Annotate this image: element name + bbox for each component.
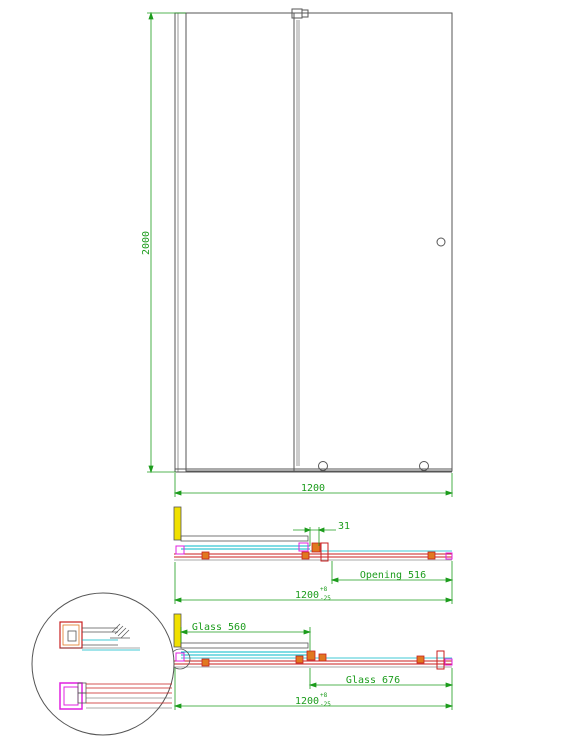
detail-circle [31, 592, 175, 736]
tolerance-plus-bottom: +8 [320, 692, 328, 699]
fixed-glass-plan [180, 535, 309, 542]
tolerance-minus-bottom: -25 [320, 701, 331, 708]
glass-door-label: Glass 676 [346, 675, 400, 686]
glass-door-dimension [308, 668, 454, 689]
door-knob [436, 237, 446, 247]
bottom-roller-left [318, 461, 328, 471]
width-dimension [173, 473, 454, 497]
plan-view-closed [173, 506, 453, 562]
fixed-glass-plan-2 [180, 642, 309, 649]
opening-dimension [330, 561, 454, 584]
gap-dimension [293, 527, 336, 546]
height-label: 2000 [141, 231, 152, 255]
total-width-dimension-bottom [173, 668, 454, 710]
wall-section [173, 506, 182, 541]
wall-profile [174, 12, 187, 473]
height-dimension [147, 11, 186, 474]
gap-label: 31 [338, 521, 350, 532]
sliding-door-panel [293, 12, 453, 472]
tolerance-plus-top: +8 [320, 586, 328, 593]
tolerance-minus-top: -25 [320, 595, 331, 602]
bottom-roller-right [419, 461, 429, 471]
wall-section-2 [173, 613, 182, 648]
glass-fixed-label: Glass 560 [192, 622, 246, 633]
opening-label: Opening 516 [360, 570, 426, 581]
elevation-view [174, 8, 453, 473]
plan-view-open [169, 613, 453, 670]
glass-fixed-dimension [179, 627, 312, 651]
total-width-label-top: 1200 [295, 590, 319, 601]
total-width-label-bottom: 1200 [295, 696, 319, 707]
width-label: 1200 [301, 483, 325, 494]
detail-view [31, 592, 175, 736]
total-width-dimension-top [173, 562, 454, 604]
detail-seal [110, 623, 130, 639]
fixed-glass-panel [185, 12, 295, 472]
